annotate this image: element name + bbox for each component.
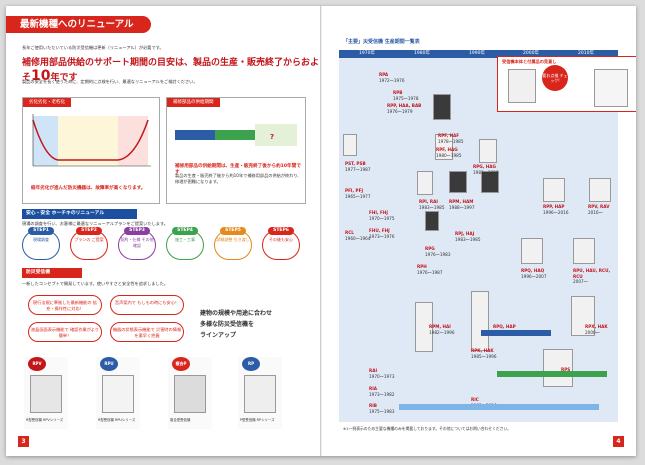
deterioration-panel: 劣化劣化・老朽化 経年劣化が進んだ防災機器は、故障率が高くなります。 [22, 97, 160, 204]
receiver-section-heading: 防災受信機 [22, 268, 82, 278]
supply-period-graph: ? [175, 124, 297, 146]
device-image [543, 349, 573, 387]
device-image [415, 302, 433, 352]
device-image [521, 238, 543, 264]
year-label: 2000年 [523, 51, 539, 56]
panel-caption: 補修用部品の供給期間は、生産・販売終了後から約10年間です [175, 164, 301, 175]
brochure-spread: 最新機種へのリニューアル 長年ご使用いただいている防災受信機は更新（リニューアル… [6, 6, 636, 456]
product-combined: 複合P 複合型受信機 [168, 357, 212, 429]
panel-title: 補修部品の供給期間 [167, 98, 220, 107]
inspection-note: 受信機本体と付属品の見直し 要お点検 チェック! [497, 56, 636, 112]
device-image [481, 171, 499, 193]
period-arrow [497, 371, 607, 377]
device-image [543, 178, 565, 202]
panel-body: 製品の生産・販売終了後から約10年で補修用部品の供給が終わり、修理が困難になりま… [175, 173, 302, 184]
page-number: 3 [18, 436, 29, 447]
device-image [343, 134, 357, 156]
device-image [571, 296, 595, 336]
device-image [471, 291, 489, 351]
intro-text: 長年ご使用いただいている防災受信機は更新（リニューアル）が必要です。 [22, 45, 164, 50]
year-axis [339, 50, 618, 58]
support-headline: 補修用部品供給のサポート期間の目安は、製品の生産・販売終了からおよそ10年です [22, 58, 320, 84]
left-page: 最新機種へのリニューアル 長年ご使用いただいている防災受信機は更新（リニューアル… [6, 6, 321, 456]
left-page-title: 最新機種へのリニューアル [6, 16, 151, 33]
device-image [433, 94, 451, 120]
lineup-message: 建物の規模や用途に合わせ多様な防災受信機をラインアップ [200, 310, 273, 339]
product-rpu: RPU R型受信機 RPUシリーズ [96, 357, 140, 429]
year-label: 1980年 [414, 51, 430, 56]
device-image [479, 139, 497, 163]
body-text: 製品の安全を長く使うために、定期的に点検を行い、最適なリニューアルをご検討くださ… [22, 79, 198, 84]
device-image [425, 211, 439, 231]
renewal-section-heading: 安心・安全 ホーチキのリニューアル [22, 209, 137, 219]
feature-bubble-4: 機器の状態表示機能で 災害時の情報を素早く把握 [110, 322, 184, 342]
year-label: 1990年 [469, 51, 485, 56]
feature-bubble-2: 音声案内で もしもの時にも安心！ [110, 295, 184, 315]
panel-caption: 経年劣化が進んだ防災機器は、故障率が高くなります。 [31, 186, 146, 191]
panel-title: 劣化劣化・老朽化 [23, 98, 71, 107]
failure-rate-graph [32, 114, 151, 167]
feature-bubble-3: 液晶画面表示機能で 確認作業がより簡単！ [28, 322, 102, 342]
device-image [417, 171, 433, 195]
receiver-section-text: 一新したコンセプトで開発しています。使いやすさと安全性を追求しました。 [22, 281, 169, 286]
device-image [449, 171, 467, 193]
product-rp: RP P型受信機 RPシリーズ [238, 357, 282, 429]
product-rpv: RPV R型受信機 RPVシリーズ [24, 357, 68, 429]
right-page: 「主要」災受信機 生産期間一覧表 1970年 1980年 1990年 2000年… [321, 6, 636, 456]
year-label: 1970年 [359, 51, 375, 56]
svg-text:?: ? [270, 133, 274, 141]
year-label: 2010年 [578, 51, 594, 56]
device-image [573, 238, 595, 264]
period-arrow [399, 404, 599, 410]
page-number: 4 [613, 436, 624, 447]
timeline-title: 「主要」災受信機 生産期間一覧表 [343, 39, 420, 45]
device-image [589, 178, 611, 202]
footer-note: ※1一例表示のため主要な機種のみを掲載しております。その他についてはお問い合わせ… [343, 426, 512, 431]
page-fold [320, 6, 322, 456]
parts-supply-panel: 補修部品の供給期間 ? 補修用部品の供給期間は、生産・販売終了後から約10年間で… [166, 97, 306, 204]
renewal-section-text: 現場の調査を行い、お客様に最適なリニューアルプランをご提案いたします。 [22, 221, 168, 226]
feature-bubble-1: 現行法規に準拠した最新機能の 拡充・操作性に対応！ [28, 295, 102, 315]
period-arrow [481, 330, 551, 336]
device-image [435, 134, 453, 160]
